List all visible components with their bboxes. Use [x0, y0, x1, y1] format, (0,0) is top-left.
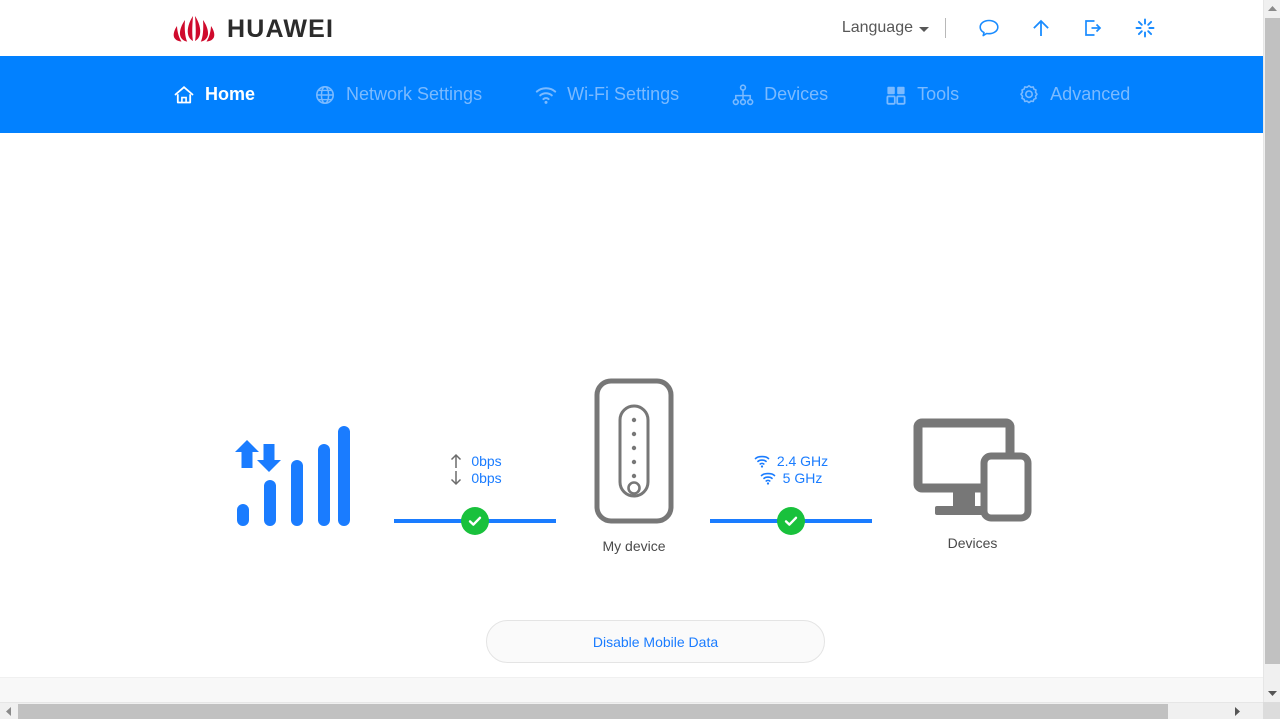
language-selector[interactable]: Language	[842, 19, 945, 37]
nav-item-home[interactable]: Home	[172, 56, 255, 133]
grid-icon	[884, 83, 908, 107]
wifi-icon	[534, 83, 558, 107]
scroll-right-arrow-icon[interactable]	[1229, 703, 1246, 719]
scrollbar-corner	[1263, 702, 1280, 719]
band-5ghz-label: 5 GHz	[782, 470, 823, 486]
nav-item-network-settings-label: Network Settings	[346, 84, 483, 104]
scroll-up-arrow-icon[interactable]	[1264, 0, 1280, 17]
horizontal-scrollbar-thumb[interactable]	[18, 704, 1168, 719]
language-label: Language	[841, 19, 913, 36]
upload-rate-row: 0bps	[448, 453, 502, 469]
upload-rate-value: 0bps	[471, 453, 502, 469]
router-admin-page: HUAWEI Language	[0, 0, 1263, 702]
nav-item-network-settings[interactable]: Network Settings	[313, 56, 482, 133]
nav-item-devices[interactable]: Devices	[731, 56, 828, 133]
wifi-bands: 2.4 GHz 5 GHz	[710, 453, 872, 486]
band-5ghz-row: 5 GHz	[760, 470, 823, 486]
logout-icon[interactable]	[1067, 8, 1119, 48]
horizontal-scrollbar[interactable]	[0, 702, 1280, 719]
arrow-up-icon	[448, 453, 464, 469]
download-rate-row: 0bps	[448, 470, 502, 486]
wan-throughput: 0bps 0bps	[394, 453, 556, 486]
router-caption: My device	[602, 538, 666, 554]
nav-item-advanced[interactable]: Advanced	[1017, 56, 1130, 133]
nav-item-wifi-settings-label: Wi-Fi Settings	[567, 84, 680, 104]
wifi-icon	[754, 453, 770, 469]
nav-item-devices-label: Devices	[764, 84, 829, 104]
chat-icon[interactable]	[963, 8, 1015, 48]
nav-item-home-label: Home	[205, 84, 256, 104]
wifi-icon	[760, 470, 776, 486]
disable-mobile-data-button[interactable]: Disable Mobile Data	[486, 620, 825, 663]
download-rate-value: 0bps	[471, 470, 502, 486]
brand-name: HUAWEI	[227, 14, 335, 43]
main-navigation: Home Network Settings	[0, 56, 1263, 133]
sitemap-icon	[731, 83, 755, 107]
vertical-scrollbar[interactable]	[1263, 0, 1280, 702]
devices-caption: Devices	[947, 535, 998, 551]
upload-arrow-icon[interactable]	[1015, 8, 1067, 48]
home-icon	[172, 83, 196, 107]
scroll-left-arrow-icon[interactable]	[0, 703, 17, 719]
nav-item-wifi-settings[interactable]: Wi-Fi Settings	[534, 56, 679, 133]
mobile-signal-icon	[225, 418, 375, 528]
gear-icon	[1017, 83, 1041, 107]
band-24ghz-label: 2.4 GHz	[776, 453, 829, 469]
scroll-down-arrow-icon[interactable]	[1264, 685, 1280, 702]
page-header: HUAWEI Language	[0, 0, 1263, 56]
lan-link: 2.4 GHz 5 GHz	[710, 453, 872, 535]
green-check-icon	[461, 507, 489, 535]
vertical-scrollbar-thumb[interactable]	[1265, 18, 1280, 664]
header-actions: Language	[842, 0, 1171, 56]
footer-strip	[0, 677, 1263, 702]
monitor-and-phone-icon	[913, 418, 1033, 527]
nav-item-advanced-label: Advanced	[1050, 84, 1131, 104]
arrow-down-icon	[448, 470, 464, 486]
globe-icon	[313, 83, 337, 107]
devices-node[interactable]: Devices	[900, 418, 1045, 553]
huawei-logo-icon	[172, 14, 216, 44]
wan-link: 0bps 0bps	[394, 453, 556, 535]
loading-spinner-icon[interactable]	[1119, 8, 1171, 48]
nav-item-tools-label: Tools	[917, 84, 960, 104]
huawei-logo[interactable]: HUAWEI	[172, 14, 334, 44]
router-node[interactable]: My device	[583, 378, 685, 554]
chevron-down-icon	[919, 27, 929, 32]
router-icon	[594, 378, 674, 528]
nav-item-tools[interactable]: Tools	[884, 56, 959, 133]
home-topology-panel: 0bps 0bps	[0, 133, 1263, 669]
green-check-icon	[777, 507, 805, 535]
band-24ghz-row: 2.4 GHz	[754, 453, 828, 469]
disable-mobile-data-label: Disable Mobile Data	[592, 633, 719, 650]
header-divider	[945, 18, 946, 38]
